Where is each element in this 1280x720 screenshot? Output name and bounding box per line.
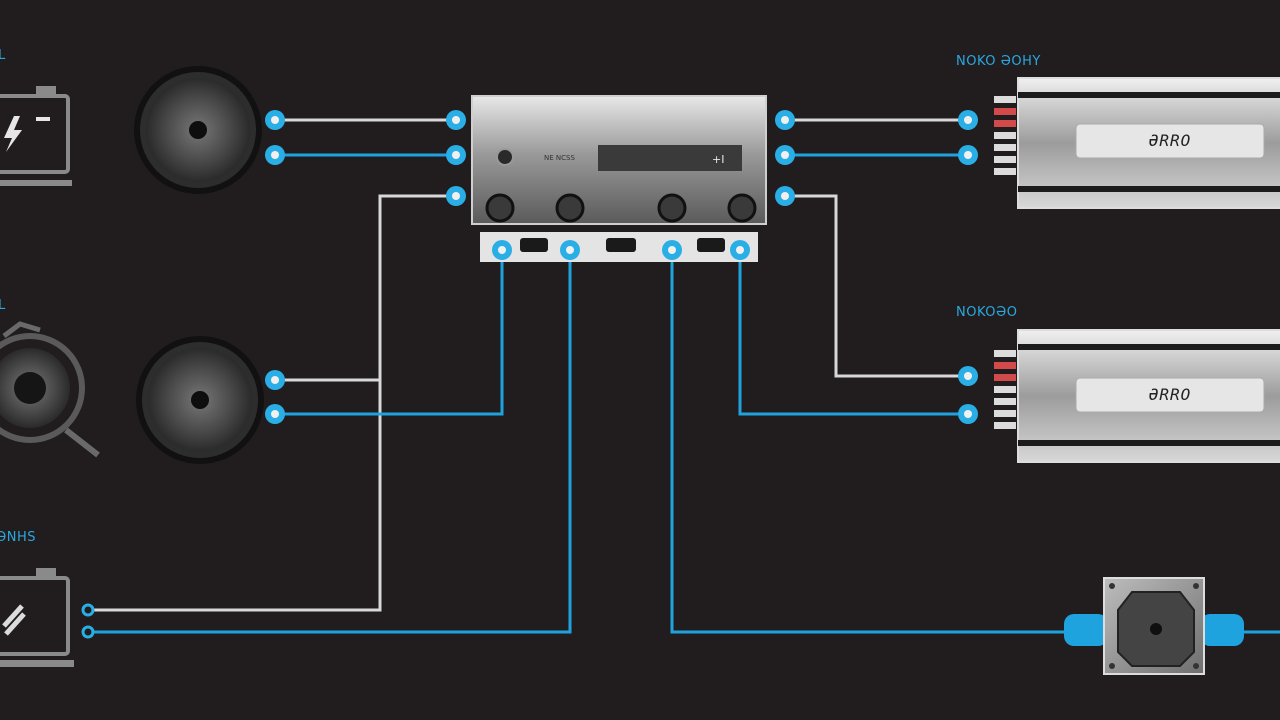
battery-charge-icon [0,86,72,186]
amplifier-2 [994,329,1280,463]
subwoofer-icon [1064,577,1244,675]
wire-white [785,194,968,378]
head-unit [471,95,767,262]
knob[interactable] [485,193,515,223]
terminal [265,110,285,130]
wire-white [92,194,456,612]
speaker-side-icon [0,321,100,458]
knob[interactable] [727,193,757,223]
terminal [958,404,978,424]
terminal [265,404,285,424]
label-left-mid: L [0,298,6,313]
battery-icon [0,568,74,667]
label-left-bottom: ƏNHS [0,530,36,545]
terminal [958,110,978,130]
terminal [730,240,750,260]
wires [92,118,1280,634]
speaker-icon [134,66,262,194]
speaker-icon [136,336,264,464]
terminal [775,145,795,165]
terminal [446,110,466,130]
wire-blue [738,250,968,416]
terminal [446,186,466,206]
terminal [446,145,466,165]
port [606,238,636,252]
label-left-top: L [0,48,6,63]
knob[interactable] [657,193,687,223]
label-amplifier-2: NOKOƏO [956,305,1018,320]
power-knob[interactable] [496,148,514,166]
knob[interactable] [555,193,585,223]
port [520,238,548,252]
wire-blue [92,250,572,634]
terminal [958,145,978,165]
head-unit-slider-mark: +I [712,153,725,166]
terminal [775,186,795,206]
terminal-dot [81,625,95,639]
terminal [265,370,285,390]
wire-blue [670,250,1080,634]
head-unit-display-text: NE NCSS [544,154,575,162]
display-panel [598,145,742,171]
terminal [775,110,795,130]
badge-plate [1075,377,1265,413]
terminal [560,240,580,260]
terminal-dot [81,603,95,617]
port [697,238,725,252]
terminal [662,240,682,260]
amplifier-1-badge: ƏRRO [1148,131,1192,150]
terminal [492,240,512,260]
amplifier-1 [994,77,1280,209]
wire-blue [275,250,504,416]
terminals [265,110,978,424]
badge-plate [1075,123,1265,159]
amplifier-2-badge: ƏRRO [1148,385,1192,404]
terminal [265,145,285,165]
label-amplifier-1: NOKO ƏOHY [956,54,1041,69]
terminal [958,366,978,386]
